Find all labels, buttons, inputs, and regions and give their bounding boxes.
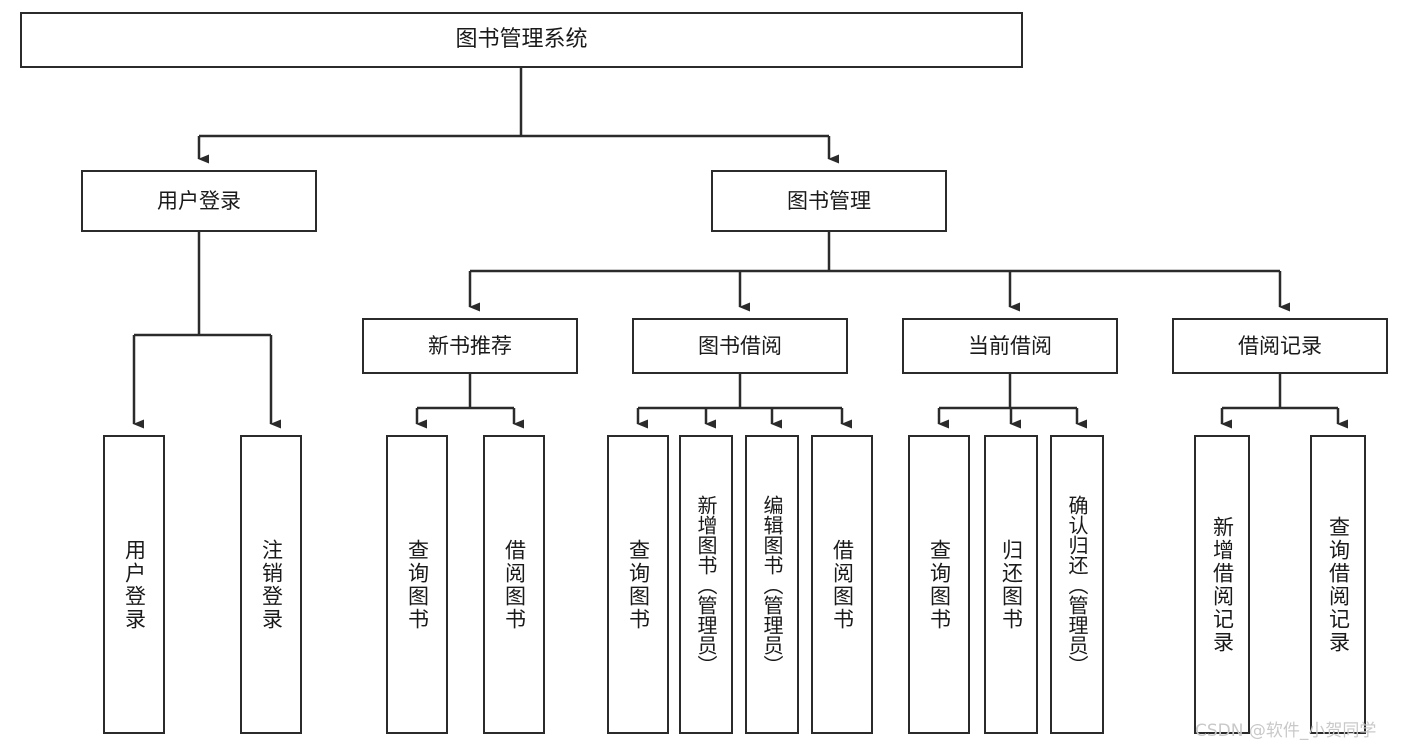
node-label-new-book-recommend: 新书推荐 bbox=[428, 333, 512, 358]
node-leaf-query-book-recommend[interactable]: 查询图书 bbox=[386, 435, 448, 734]
node-label-root: 图书管理系统 bbox=[455, 27, 588, 53]
node-label-leaf-return-book: 归还图书 bbox=[999, 538, 1024, 631]
node-label-book-management: 图书管理 bbox=[787, 188, 871, 213]
node-root[interactable]: 图书管理系统 bbox=[20, 12, 1023, 68]
node-leaf-query-book-current[interactable]: 查询图书 bbox=[908, 435, 970, 734]
node-label-leaf-borrow-book: 借阅图书 bbox=[830, 538, 855, 631]
node-borrow-record[interactable]: 借阅记录 bbox=[1172, 318, 1388, 374]
node-user-login[interactable]: 用户登录 bbox=[81, 170, 317, 232]
node-leaf-borrow-book[interactable]: 借阅图书 bbox=[811, 435, 873, 734]
node-label-leaf-user-login: 用户登录 bbox=[122, 538, 147, 631]
node-leaf-return-book[interactable]: 归还图书 bbox=[984, 435, 1038, 734]
node-book-management[interactable]: 图书管理 bbox=[711, 170, 947, 232]
node-leaf-query-borrow-record[interactable]: 查询借阅记录 bbox=[1310, 435, 1366, 734]
node-label-leaf-borrow-book-recommend: 借阅图书 bbox=[502, 538, 527, 631]
node-label-leaf-query-book-recommend: 查询图书 bbox=[405, 538, 430, 631]
node-book-borrow[interactable]: 图书借阅 bbox=[632, 318, 848, 374]
node-label-leaf-confirm-return: 确认归还（管理员） bbox=[1065, 494, 1089, 675]
node-leaf-add-book[interactable]: 新增图书（管理员） bbox=[679, 435, 733, 734]
node-leaf-user-login[interactable]: 用户登录 bbox=[103, 435, 165, 734]
node-leaf-query-book-borrow[interactable]: 查询图书 bbox=[607, 435, 669, 734]
node-leaf-add-borrow-record[interactable]: 新增借阅记录 bbox=[1194, 435, 1250, 734]
node-leaf-user-logout[interactable]: 注销登录 bbox=[240, 435, 302, 734]
node-leaf-borrow-book-recommend[interactable]: 借阅图书 bbox=[483, 435, 545, 734]
node-current-borrow[interactable]: 当前借阅 bbox=[902, 318, 1118, 374]
node-label-borrow-record: 借阅记录 bbox=[1238, 333, 1322, 358]
node-label-book-borrow: 图书借阅 bbox=[698, 333, 782, 358]
node-label-leaf-edit-book: 编辑图书（管理员） bbox=[760, 494, 784, 675]
node-new-book-recommend[interactable]: 新书推荐 bbox=[362, 318, 578, 374]
node-label-leaf-query-borrow-record: 查询借阅记录 bbox=[1326, 515, 1351, 654]
node-leaf-edit-book[interactable]: 编辑图书（管理员） bbox=[745, 435, 799, 734]
node-label-current-borrow: 当前借阅 bbox=[968, 333, 1052, 358]
node-label-leaf-user-logout: 注销登录 bbox=[259, 538, 284, 631]
node-leaf-confirm-return[interactable]: 确认归还（管理员） bbox=[1050, 435, 1104, 734]
node-label-user-login: 用户登录 bbox=[157, 188, 241, 213]
node-label-leaf-add-borrow-record: 新增借阅记录 bbox=[1210, 515, 1235, 654]
csdn-watermark: CSDN @软件_小贺同学 bbox=[1195, 721, 1377, 741]
node-label-leaf-query-book-current: 查询图书 bbox=[927, 538, 952, 631]
node-label-leaf-query-book-borrow: 查询图书 bbox=[626, 538, 651, 631]
node-label-leaf-add-book: 新增图书（管理员） bbox=[694, 494, 718, 675]
